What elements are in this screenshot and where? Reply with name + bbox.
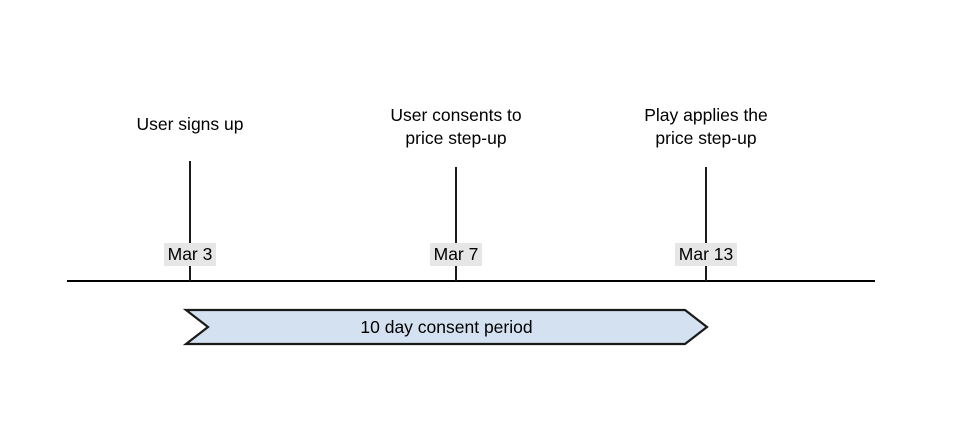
event-tick-line <box>705 167 707 281</box>
timeline-axis <box>67 280 875 282</box>
event-title: User consents to price step-up <box>390 105 522 148</box>
event-title: Play applies the price step-up <box>644 105 768 148</box>
event-date-badge: Mar 13 <box>616 243 796 266</box>
event-date-badge: Mar 3 <box>100 243 280 266</box>
event-date-badge: Mar 7 <box>366 243 546 266</box>
chevron-ribbon-shape <box>182 308 709 346</box>
consent-period-banner: 10 day consent period <box>182 308 709 346</box>
event-date-label: Mar 13 <box>674 243 738 266</box>
event-title: User signs up <box>136 114 244 134</box>
event-date-label: Mar 7 <box>429 243 483 266</box>
event-tick-line <box>189 161 191 281</box>
event-date-label: Mar 3 <box>163 243 217 266</box>
event-tick-line <box>455 167 457 281</box>
